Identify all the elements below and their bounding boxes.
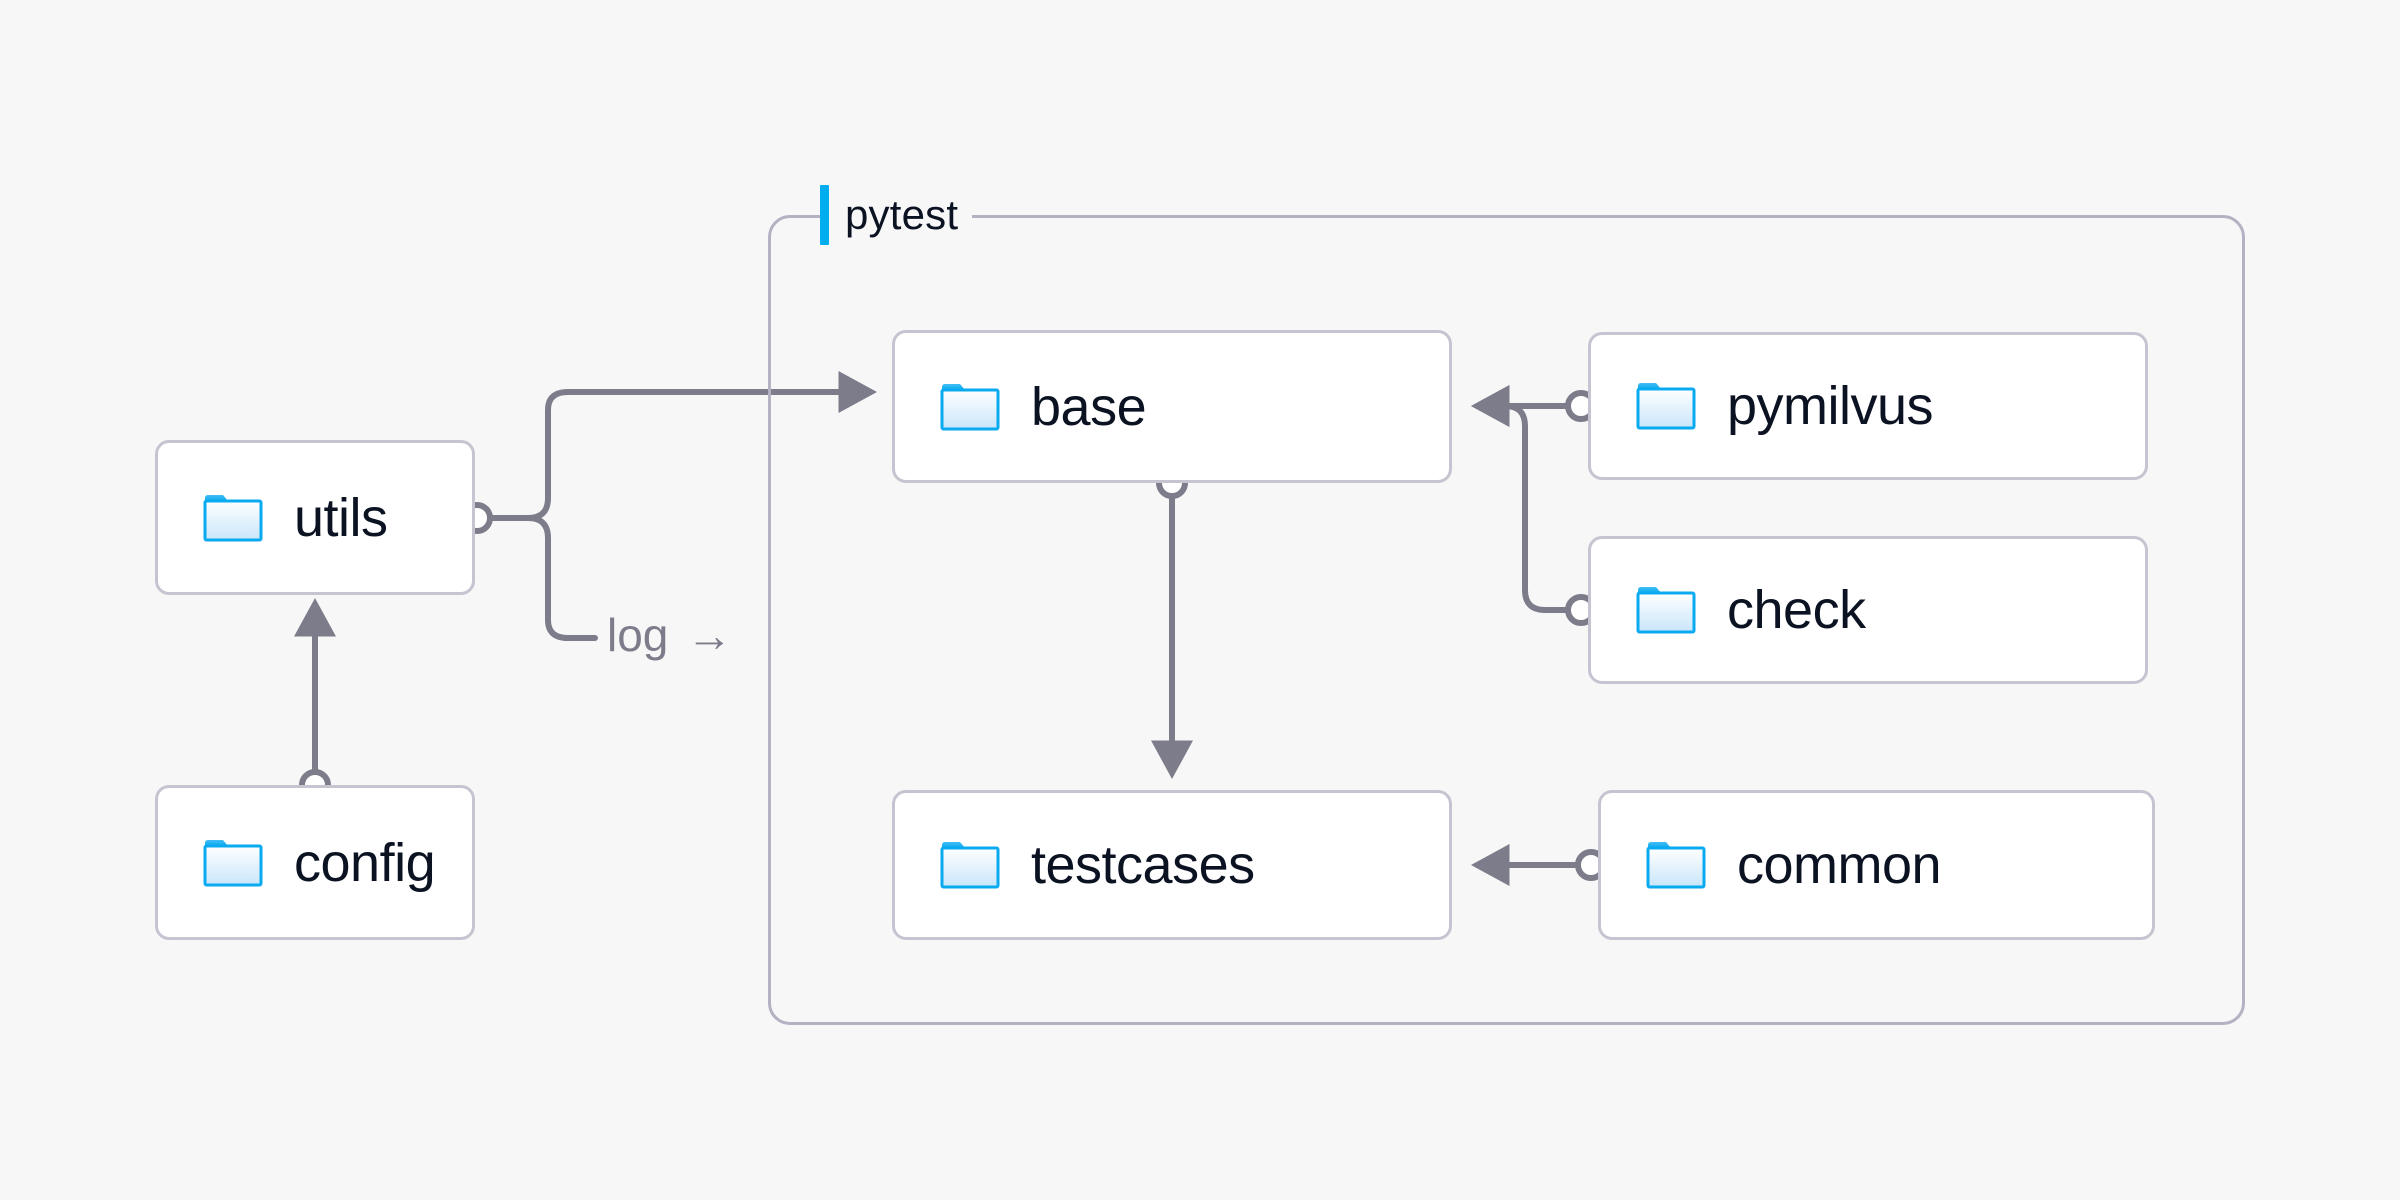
node-utils[interactable]: utils bbox=[155, 440, 475, 595]
node-common-label: common bbox=[1737, 835, 1942, 895]
folder-icon bbox=[1636, 383, 1696, 430]
node-common[interactable]: common bbox=[1598, 790, 2155, 940]
pytest-group-header: pytest bbox=[820, 184, 973, 246]
node-config[interactable]: config bbox=[155, 785, 475, 940]
node-utils-label: utils bbox=[294, 487, 388, 548]
node-check-label: check bbox=[1727, 580, 1866, 640]
accent-bar-icon bbox=[820, 185, 829, 245]
node-check[interactable]: check bbox=[1588, 536, 2148, 684]
folder-icon bbox=[203, 494, 263, 541]
pytest-group-label: pytest bbox=[845, 191, 959, 238]
arrow-right-icon: → bbox=[686, 609, 733, 661]
node-base[interactable]: base bbox=[892, 330, 1452, 483]
node-testcases-label: testcases bbox=[1031, 835, 1255, 895]
pytest-group-container[interactable] bbox=[768, 215, 2245, 1025]
folder-icon bbox=[203, 839, 263, 886]
node-testcases[interactable]: testcases bbox=[892, 790, 1452, 940]
folder-icon bbox=[1636, 587, 1696, 634]
edge-label-log: log → bbox=[607, 612, 732, 658]
folder-icon bbox=[1646, 842, 1706, 889]
edge-label-log-text: log bbox=[607, 609, 669, 661]
node-config-label: config bbox=[294, 832, 436, 893]
node-base-label: base bbox=[1031, 376, 1147, 437]
edge-utils-to-log bbox=[489, 515, 598, 641]
node-pymilvus-label: pymilvus bbox=[1727, 376, 1934, 436]
folder-icon bbox=[940, 842, 1000, 889]
folder-icon bbox=[940, 383, 1000, 430]
node-pymilvus[interactable]: pymilvus bbox=[1588, 332, 2148, 480]
